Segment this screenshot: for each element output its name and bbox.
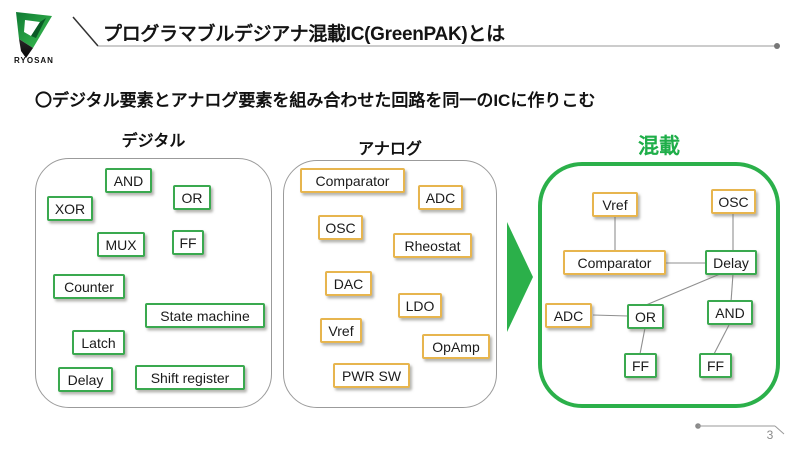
ryosan-logo-icon [12, 8, 72, 68]
chip-pwr-sw: PWR SW [333, 363, 410, 388]
chip-or: OR [173, 185, 211, 210]
slide-title: プログラマブルデジアナ混載IC(GreenPAK)とは [103, 24, 505, 45]
mixed-chip-adc: ADC [545, 303, 592, 328]
mixed-chip-ff-1: FF [624, 353, 657, 378]
page-number: 3 [766, 428, 774, 442]
analog-section-label: アナログ [358, 141, 422, 158]
chip-ldo: LDO [398, 293, 442, 318]
mixed-connection-lines [592, 214, 734, 355]
chip-xor: XOR [47, 196, 93, 221]
mixed-chip-osc: OSC [711, 189, 756, 214]
chip-state-machine: State machine [145, 303, 265, 328]
chip-dac: DAC [325, 271, 372, 296]
chip-mux: MUX [97, 232, 145, 257]
mixed-chip-comparator: Comparator [563, 250, 666, 275]
chip-rheostat: Rheostat [393, 233, 472, 258]
footer-decoration [695, 423, 785, 435]
chip-counter: Counter [53, 274, 125, 299]
logo-brand-text: RYOSAN [14, 56, 54, 65]
slide-subtitle: 〇デジタル要素とアナログ要素を組み合わせた回路を同一のICに作りこむ [35, 91, 596, 110]
mixed-chip-ff-2: FF [699, 353, 732, 378]
chip-latch: Latch [72, 330, 125, 355]
mixed-section-label: 混載 [638, 135, 680, 158]
chip-adc: ADC [418, 185, 463, 210]
mixed-chip-and: AND [707, 300, 753, 325]
chip-ff: FF [172, 230, 204, 255]
transform-arrow-icon [507, 222, 533, 332]
chip-delay: Delay [58, 367, 113, 392]
chip-shift-register: Shift register [135, 365, 245, 390]
chip-opamp: OpAmp [422, 334, 490, 359]
chip-vref: Vref [320, 318, 362, 343]
chip-and: AND [105, 168, 152, 193]
header-decoration [72, 16, 780, 49]
digital-section-label: デジタル [121, 133, 186, 150]
mixed-chip-vref: Vref [592, 192, 638, 217]
mixed-chip-delay: Delay [705, 250, 757, 275]
chip-osc: OSC [318, 215, 363, 240]
chip-comparator: Comparator [300, 168, 405, 193]
mixed-chip-or: OR [627, 304, 664, 329]
